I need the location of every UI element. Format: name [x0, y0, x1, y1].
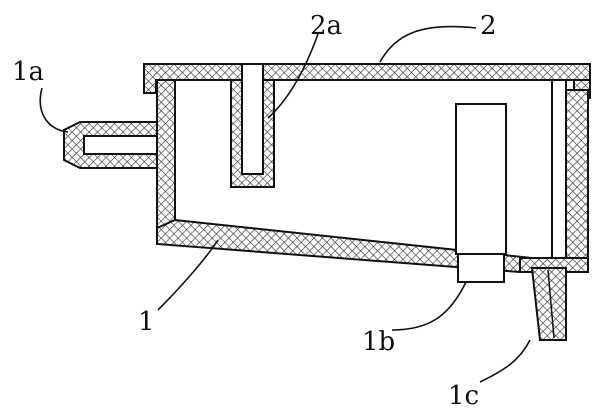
left-wall — [156, 79, 176, 229]
leader-1c — [479, 339, 531, 383]
label-1b: 1b — [362, 327, 395, 357]
right-wall — [565, 89, 589, 261]
leader-1a — [39, 87, 69, 133]
outlet-port — [530, 267, 567, 341]
baffle-slot — [241, 63, 264, 175]
outlet-bore-line — [547, 269, 555, 339]
outlet-spout — [530, 267, 567, 341]
float-chamber — [455, 103, 507, 283]
label-1: 1 — [138, 307, 155, 337]
inlet-bore — [83, 135, 158, 155]
leader-2a — [267, 33, 319, 119]
label-2: 2 — [480, 11, 497, 41]
container-body — [156, 79, 589, 274]
inner-right-wall — [551, 79, 567, 261]
label-1c: 1c — [448, 381, 479, 411]
inlet-port — [63, 121, 158, 169]
label-1a: 1a — [12, 57, 44, 87]
leader-1b — [391, 281, 467, 331]
leader-lines — [39, 25, 531, 383]
float-block — [455, 103, 507, 255]
leader-2 — [379, 25, 477, 63]
label-2a: 2a — [310, 11, 342, 41]
leader-1 — [157, 239, 219, 311]
float-stem — [457, 253, 505, 283]
lid — [143, 63, 591, 99]
lid-plate — [143, 63, 591, 94]
